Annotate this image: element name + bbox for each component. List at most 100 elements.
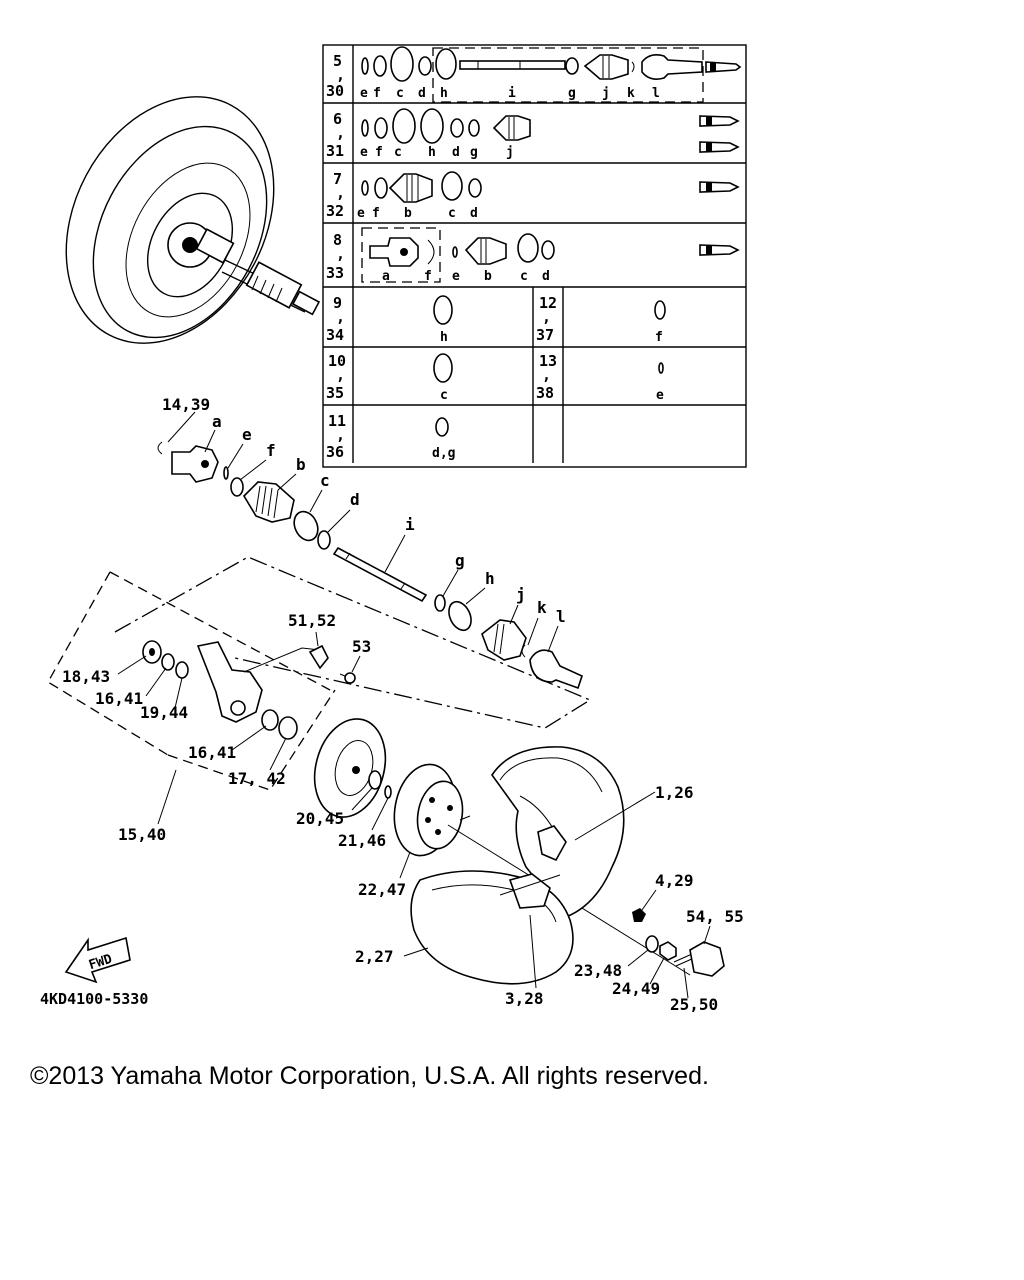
label-k: k — [537, 598, 547, 617]
row-ref-31: 31 — [326, 142, 344, 160]
row7-letter-f: f — [372, 206, 380, 221]
label-2-27: 2,27 — [355, 947, 394, 966]
row-ref-33: 33 — [326, 264, 344, 282]
row-ref-38: 38 — [536, 384, 554, 402]
row-ref-13: 13 — [539, 352, 557, 370]
row-ref-32: 32 — [326, 202, 344, 220]
label-i: i — [405, 515, 415, 534]
exploded-drive-shaft: 14,39 a e f b c d i — [157, 395, 583, 690]
label-c: c — [320, 471, 330, 490]
row-ref-9: 9 — [333, 294, 342, 312]
svg-text:,: , — [336, 366, 345, 384]
label-f: f — [266, 441, 276, 460]
row5-letter-c: c — [396, 86, 404, 101]
row9-letter-h: h — [440, 330, 448, 345]
row12-letter-f: f — [655, 330, 663, 345]
row6-letter-f: f — [375, 145, 383, 160]
row6-letter-h: h — [428, 145, 436, 160]
row-ref-8: 8 — [333, 231, 342, 249]
svg-text:,: , — [542, 308, 551, 326]
row5-letter-g: g — [568, 86, 576, 101]
row5-letter-f: f — [373, 86, 381, 101]
svg-text:,: , — [336, 184, 345, 202]
label-20-45: 20,45 — [296, 809, 344, 828]
row5-letter-e: e — [360, 86, 368, 101]
label-a: a — [212, 412, 222, 431]
drawing-code: 4KD4100-5330 — [40, 990, 149, 1008]
row5-letter-d: d — [418, 86, 426, 101]
label-e: e — [242, 425, 252, 444]
assembled-wheel-illustration — [65, 96, 321, 344]
label-53: 53 — [352, 637, 371, 656]
row6-letter-e: e — [360, 145, 368, 160]
row-ref-11: 11 — [328, 412, 346, 430]
row7-letter-c: c — [448, 206, 456, 221]
row-ref-36: 36 — [326, 443, 344, 461]
row7-letter-d: d — [470, 206, 478, 221]
row11-letter-dg: d,g — [432, 446, 455, 461]
label-19-44: 19,44 — [140, 703, 188, 722]
label-1-26: 1,26 — [655, 783, 694, 802]
label-g: g — [455, 551, 465, 570]
label-l: l — [556, 607, 566, 626]
svg-text:,: , — [336, 124, 345, 142]
label-j: j — [516, 585, 526, 604]
row5-letter-i: i — [508, 86, 516, 101]
row-ref-7: 7 — [333, 170, 342, 188]
row8-letter-b: b — [484, 269, 492, 284]
row6-letter-d: d — [452, 145, 460, 160]
row8-letter-a: a — [382, 269, 390, 284]
label-18-43: 18,43 — [62, 667, 110, 686]
fwd-direction-arrow: FWD — [64, 936, 131, 984]
row-6-parts: e f c h d g j — [360, 108, 740, 160]
row-ref-37: 37 — [536, 326, 554, 344]
label-54-55: 54, 55 — [686, 907, 744, 926]
row-ref-12: 12 — [539, 294, 557, 312]
label-4-29: 4,29 — [655, 871, 694, 890]
label-16-41-left: 16,41 — [95, 689, 143, 708]
row8-letter-e: e — [452, 269, 460, 284]
row6-letter-c: c — [394, 145, 402, 160]
row7-letter-e: e — [357, 206, 365, 221]
label-d: d — [350, 490, 360, 509]
row-5-parts: e f c d h i g j k l — [360, 46, 742, 103]
row-ref-10: 10 — [328, 352, 346, 370]
svg-text:,: , — [336, 66, 345, 84]
copyright-notice: ©2013 Yamaha Motor Corporation, U.S.A. A… — [30, 1062, 709, 1090]
row13-letter-e: e — [656, 388, 664, 403]
svg-text:,: , — [336, 426, 345, 444]
row-ref-30: 30 — [326, 82, 344, 100]
svg-text:,: , — [336, 245, 345, 263]
label-15-40: 15,40 — [118, 825, 166, 844]
knuckle-assembly: 18,43 16,41 19,44 16,41 17, 42 15,40 51,… — [47, 556, 592, 844]
row-ref-6: 6 — [333, 110, 342, 128]
row-7-parts: e f b c d — [357, 171, 740, 221]
row6-letter-g: g — [470, 145, 478, 160]
row5-letter-j: j — [602, 86, 610, 101]
label-h: h — [485, 569, 495, 588]
row-ref-5: 5 — [333, 52, 342, 70]
label-17-42: 17, 42 — [228, 769, 286, 788]
row-ref-35: 35 — [326, 384, 344, 402]
fwd-label: FWD — [87, 952, 114, 974]
label-16-41-right: 16,41 — [188, 743, 236, 762]
svg-text:,: , — [542, 366, 551, 384]
row-8-parts: a f e b c d — [361, 227, 740, 284]
svg-text:,: , — [336, 308, 345, 326]
row-ref-34: 34 — [326, 326, 344, 344]
row8-letter-f: f — [424, 269, 432, 284]
row10-letter-c: c — [440, 388, 448, 403]
label-3-28: 3,28 — [505, 989, 544, 1008]
row5-letter-l: l — [652, 86, 660, 101]
row6-letter-j: j — [506, 145, 514, 160]
label-21-46: 21,46 — [338, 831, 386, 850]
wheel-and-hub-exploded: 20,45 21,46 22,47 1,26 2,27 3,28 — [296, 718, 744, 1014]
parts-table: 5 , 30 6 , 31 7 , 32 8 , 33 9 , 34 10 , … — [322, 44, 747, 468]
label-23-48: 23,48 — [574, 961, 622, 980]
label-14-39: 14,39 — [162, 395, 210, 414]
label-25-50: 25,50 — [670, 995, 718, 1014]
row5-letter-k: k — [627, 86, 635, 101]
label-51-52: 51,52 — [288, 611, 336, 630]
label-24-49: 24,49 — [612, 979, 660, 998]
